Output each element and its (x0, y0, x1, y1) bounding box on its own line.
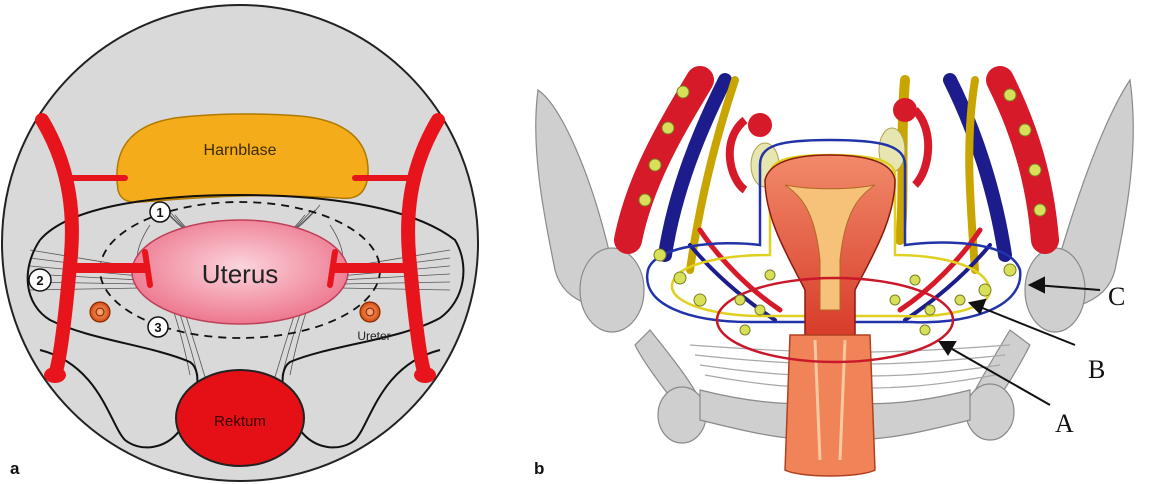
callout-a-label: A (1055, 409, 1074, 438)
panel-a-letter: a (10, 459, 20, 478)
callout-b-label: B (1088, 355, 1105, 384)
panel-a: Harnblase Uterus Rektum (2, 5, 478, 481)
ureter-right-icon (360, 302, 380, 322)
marker-2-label: 2 (36, 273, 43, 288)
panel-b: C B A b (534, 80, 1133, 478)
rectum-label: Rektum (214, 413, 266, 430)
uterus-label: Uterus (202, 259, 279, 289)
callout-c-label: C (1108, 282, 1125, 311)
panel-b-letter: b (534, 459, 544, 478)
ureter-label: Ureter (357, 329, 390, 343)
marker-3-label: 3 (154, 320, 161, 335)
vagina-b (785, 335, 875, 476)
left-vessel-end (44, 367, 66, 383)
right-vessel-end (414, 367, 436, 383)
marker-1-label: 1 (156, 205, 163, 220)
ureter-left-icon (90, 302, 110, 322)
bladder-label: Harnblase (204, 142, 277, 159)
